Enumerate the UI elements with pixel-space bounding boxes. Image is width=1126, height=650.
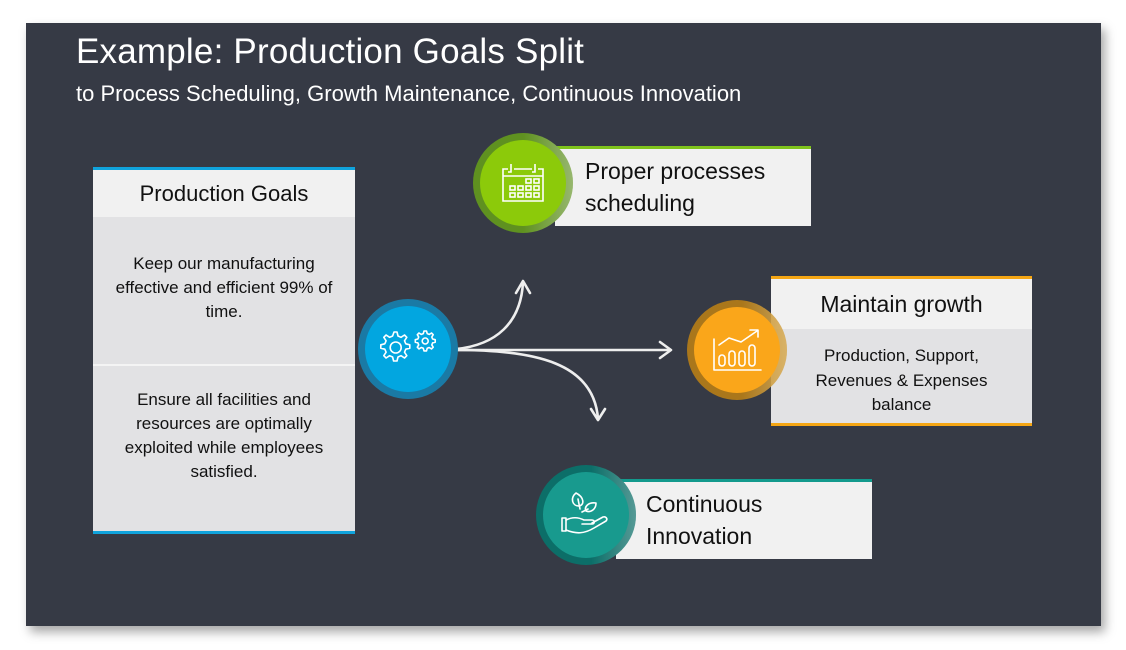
innovation-label-line2: Innovation: [646, 523, 753, 549]
slide-title: Example: Production Goals Split: [76, 32, 585, 71]
calendar-icon: [502, 164, 544, 202]
innovation-label-line1: Continuous: [646, 491, 763, 517]
scheduling-label-line2: scheduling: [585, 190, 695, 216]
innovation-circle: [536, 465, 636, 565]
production-goal-1: Keep our manufacturing effective and eff…: [115, 254, 333, 321]
scheduling-card: Proper processes scheduling: [555, 146, 811, 226]
growth-card: Maintain growth Production, Support, Rev…: [771, 276, 1032, 426]
hub-circle: [358, 299, 458, 399]
slide: Example: Production Goals Split to Proce…: [26, 23, 1101, 626]
scheduling-circle: [473, 133, 573, 233]
growth-circle: [687, 300, 787, 400]
hand-plant-icon: [561, 492, 608, 534]
growth-body: Production, Support, Revenues & Expenses…: [815, 346, 988, 414]
production-goals-box: Production Goals Keep our manufacturing …: [93, 167, 355, 534]
slide-subtitle: to Process Scheduling, Growth Maintenanc…: [76, 81, 742, 106]
scheduling-label-line1: Proper processes: [585, 158, 766, 184]
divider: [93, 364, 355, 366]
growth-chart-icon: [713, 329, 762, 371]
growth-heading: Maintain growth: [771, 279, 1032, 329]
gears-icon: [380, 330, 436, 362]
production-goal-2: Ensure all facilities and resources are …: [124, 390, 324, 481]
innovation-card: Continuous Innovation: [616, 479, 872, 559]
arrow-down: [454, 348, 600, 421]
production-goals-heading: Production Goals: [93, 170, 355, 217]
arrow-up: [454, 280, 525, 351]
